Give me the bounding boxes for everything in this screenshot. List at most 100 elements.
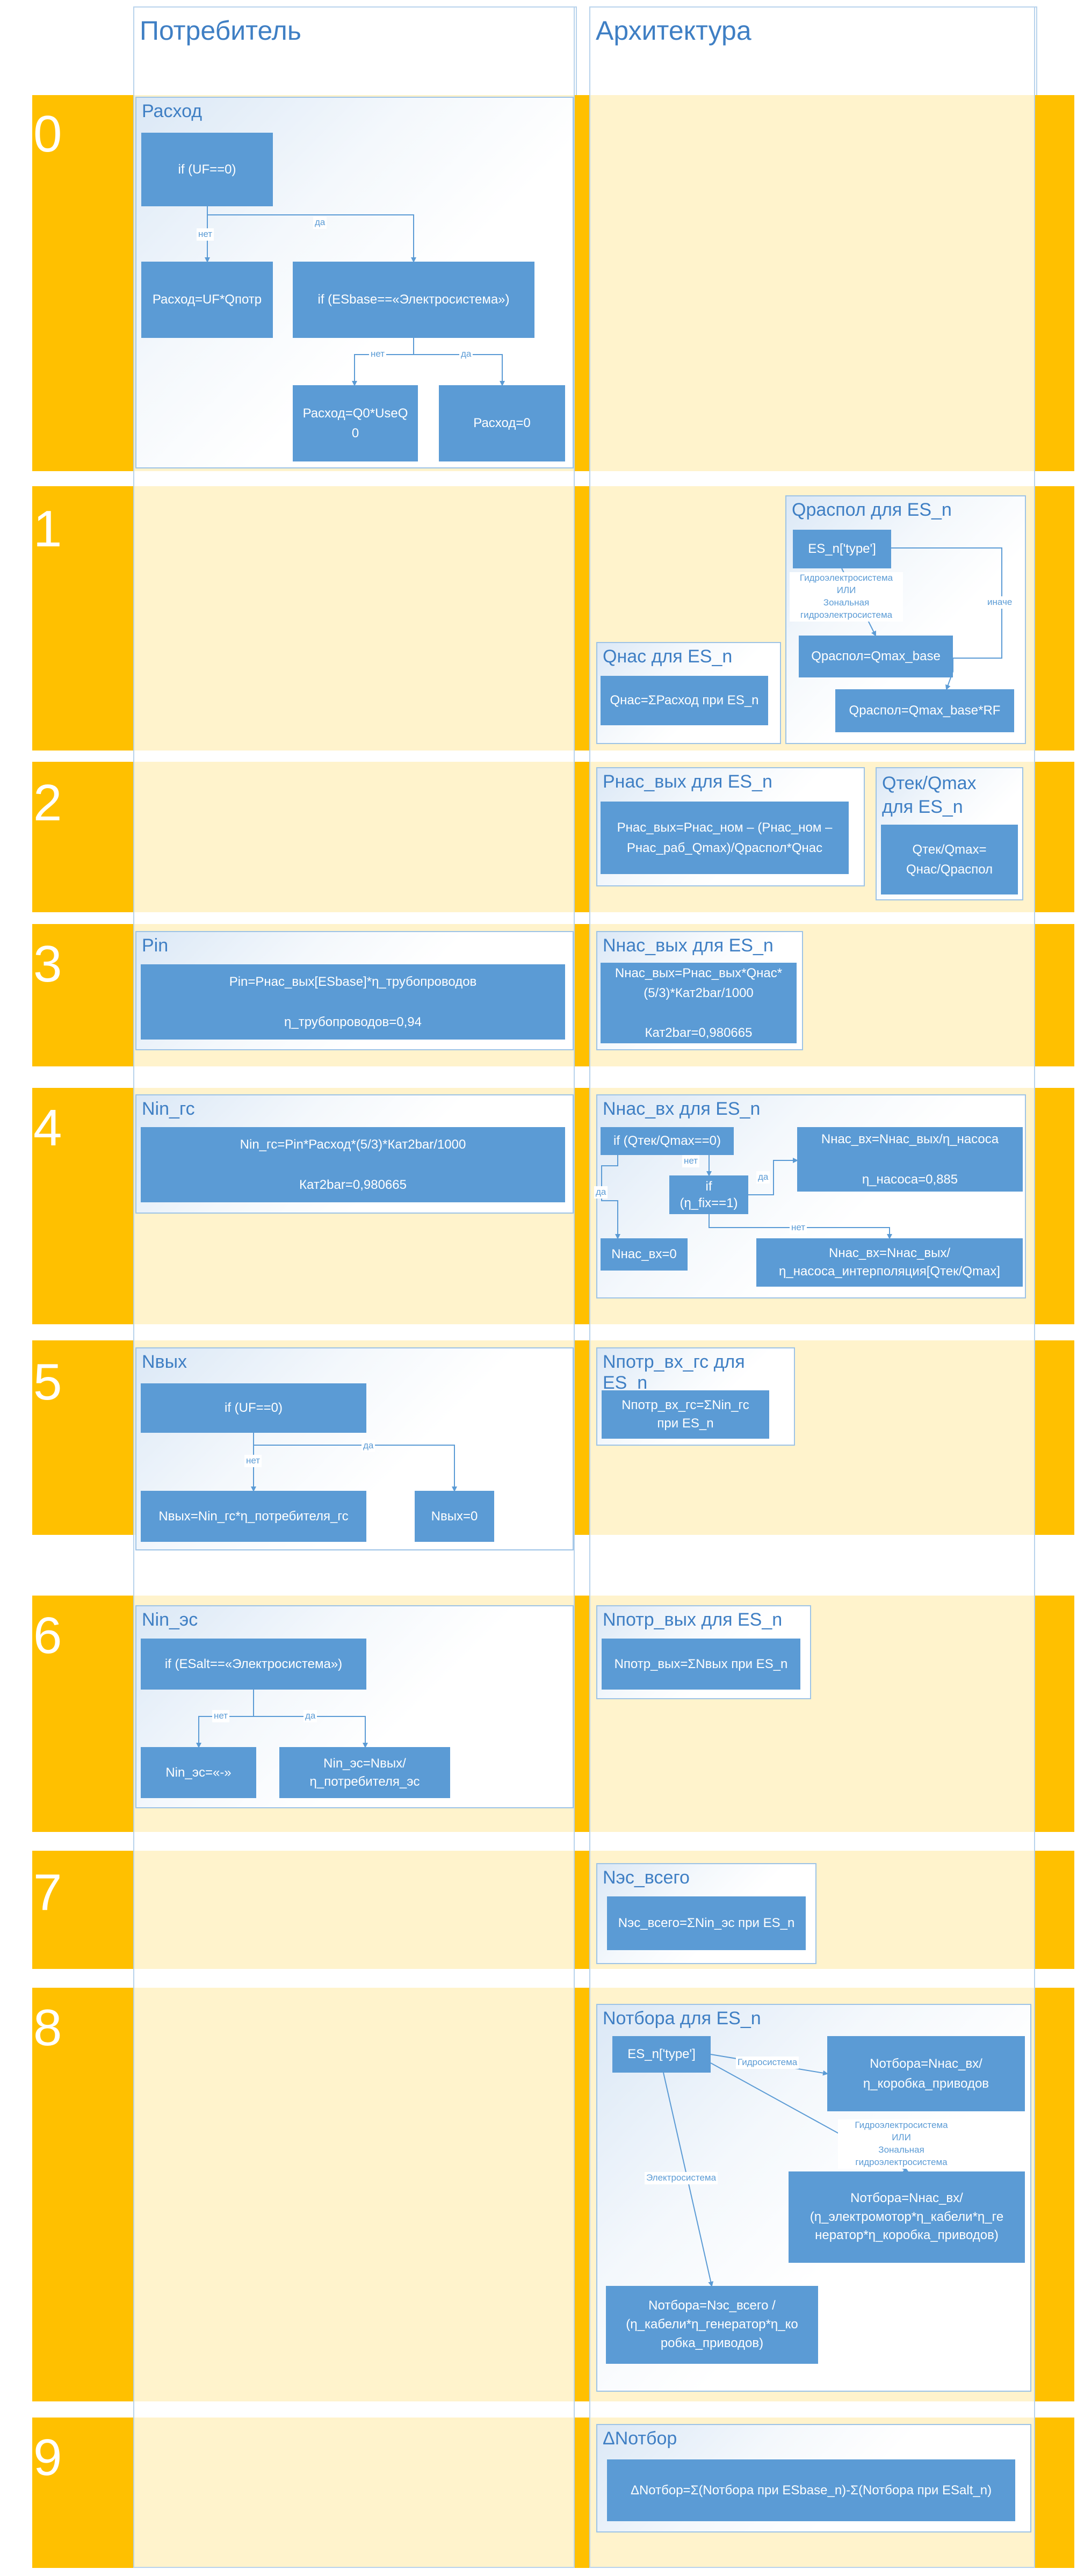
ninaes-if-box: if (ESalt==«Электросистема») bbox=[141, 1639, 366, 1690]
connector-nvyh-yes bbox=[254, 1445, 457, 1492]
label-uf-yes: да bbox=[313, 217, 327, 229]
row0-connectors bbox=[205, 206, 505, 386]
qraspol-rf-box: Qраспол=Qmax_base*RF bbox=[835, 689, 1014, 732]
naes-panel-title: Nэс_всего bbox=[603, 1867, 690, 1888]
architecture-column-title: Архитектура bbox=[596, 16, 751, 46]
row-number-2: 2 bbox=[33, 774, 62, 832]
label-ninaes-yes: да bbox=[303, 1710, 317, 1722]
consumer-lane-9 bbox=[133, 2418, 575, 2568]
label-esbase-yes: да bbox=[459, 348, 473, 360]
qraspol-panel-title: Qраспол для ES_n bbox=[792, 500, 952, 520]
qraspol-base-box: Qраспол=Qmax_base bbox=[799, 636, 953, 677]
dnotb-panel-title: ΔNотбор bbox=[603, 2428, 677, 2449]
ninrc-panel-title: Nin_гс bbox=[142, 1099, 195, 1119]
notb-el-box: Nотбора=Nэс_всего / (η_кабели*η_генерато… bbox=[606, 2286, 818, 2364]
row-number-3: 3 bbox=[33, 935, 62, 993]
nnas-box: Nнас_вых=Pнас_вых*Qнас* (5/3)*Кат2bar/10… bbox=[601, 963, 797, 1043]
label-fix-yes: да bbox=[756, 1171, 770, 1184]
pin-box: Pin=Pнас_вых[ESbase]*η_трубопроводов η_т… bbox=[141, 964, 565, 1040]
es-type-box: ES_n['type'] bbox=[793, 530, 891, 568]
row-number-0: 0 bbox=[33, 105, 62, 163]
connector-fix-yes bbox=[748, 1158, 798, 1195]
notb-panel-title: Nотбора для ES_n bbox=[603, 2008, 761, 2029]
label-nvyh-no: нет bbox=[244, 1455, 262, 1467]
label-fix-no: нет bbox=[790, 1222, 807, 1234]
pnas-box: Pнас_вых=Pнас_ном – (Pнас_ном – Pнас_раб… bbox=[601, 802, 849, 874]
architecture-lane-0 bbox=[589, 95, 1035, 471]
ninrc-box: Nin_гс=Pin*Расход*(5/3)*Кат2bar/1000 Кат… bbox=[141, 1127, 565, 1202]
row-number-8: 8 bbox=[33, 1999, 62, 2057]
connector-type-else bbox=[891, 547, 1002, 690]
qnas-box: Qнас=ΣРасход при ES_n bbox=[601, 676, 768, 725]
row-number-7: 7 bbox=[33, 1864, 62, 1921]
flow-zero-box: Расход=0 bbox=[439, 385, 565, 461]
row-number-4: 4 bbox=[33, 1099, 62, 1157]
consumer-column-title: Потребитель bbox=[140, 16, 301, 46]
row-number-6: 6 bbox=[33, 1607, 62, 1664]
nnasvh-interp-box: Nнас_вх=Nнас_вых/ η_насоса_интерполяция[… bbox=[756, 1238, 1023, 1287]
label-notb-elhyd: Гидроэлектросистема ИЛИ Зональная гидроэ… bbox=[838, 2119, 965, 2169]
qtek-panel-title: Qтек/Qmax для ES_n bbox=[882, 773, 977, 818]
dnotb-box: ΔNотбор=Σ(Nотбора при ESbase_n)-Σ(Nотбор… bbox=[607, 2459, 1015, 2521]
notb-hyd-box: Nотбора=Nнас_вх/ η_коробка_приводов bbox=[827, 2036, 1025, 2111]
nnas-panel-title: Nнас_вых для ES_n bbox=[603, 935, 774, 956]
row8-connectors bbox=[663, 2054, 909, 2287]
qnas-panel-title: Qнас для ES_n bbox=[603, 646, 733, 667]
architecture-column-frame bbox=[589, 6, 1035, 2568]
naes-box: Nэс_всего=ΣNin_эс при ES_n bbox=[607, 1896, 806, 1950]
row-number-1: 1 bbox=[33, 500, 62, 558]
ninaes-panel-title: Nin_эс bbox=[142, 1610, 198, 1630]
npotr-box: Nпотр_вх_гс=ΣNin_гс при ES_n bbox=[602, 1390, 769, 1439]
nvyh-if-uf-box: if (UF==0) bbox=[141, 1383, 366, 1433]
flow-q0-box: Расход=Q0*UseQ 0 bbox=[293, 385, 418, 461]
label-uf-no: нет bbox=[197, 228, 214, 241]
ninaes-val-box: Nin_эс=Nвых/ η_потребителя_эс bbox=[279, 1747, 450, 1798]
connector-esbase-yes bbox=[414, 354, 505, 386]
npotrvyh-box: Nпотр_вых=ΣNвых при ES_n bbox=[602, 1639, 800, 1690]
connector-uf-yes bbox=[207, 214, 416, 263]
flow-panel-title: Расход bbox=[142, 101, 203, 121]
label-notb-el: Электросистема bbox=[645, 2172, 718, 2184]
flow-uf-box: Расход=UF*Qпотр bbox=[141, 262, 273, 338]
if-uf-box: if (UF==0) bbox=[141, 133, 273, 206]
pnas-panel-title: Pнас_вых для ES_n bbox=[603, 771, 772, 792]
notb-elhyd-box: Nотбора=Nнас_вх/ (η_электромотор*η_кабел… bbox=[789, 2171, 1025, 2263]
nnasvh-eta-box: Nнас_вх=Nнас_вых/η_насоса η_насоса=0,885 bbox=[797, 1127, 1023, 1192]
if-esbase-box: if (ESbase==«Электросистема») bbox=[293, 262, 534, 338]
nvyh-formula-box: Nвых=Nin_гс*η_потребителя_гс bbox=[141, 1491, 366, 1542]
pin-panel-title: Pin bbox=[142, 935, 169, 956]
nnasvh-zero-box: Nнас_вх=0 bbox=[601, 1238, 688, 1271]
ninaes-dash-box: Nin_эс=«-» bbox=[141, 1747, 256, 1798]
label-q-yes: да bbox=[594, 1186, 608, 1199]
npotrvyh-panel-title: Nпотр_вых для ES_n bbox=[603, 1610, 783, 1630]
label-notb-hyd: Гидросистема bbox=[736, 2057, 799, 2069]
row5-connectors bbox=[251, 1433, 457, 1492]
label-esbase-no: нет bbox=[369, 348, 387, 360]
nvyh-zero-box: Nвых=0 bbox=[415, 1491, 494, 1542]
connector-ninaes-yes bbox=[254, 1716, 368, 1748]
consumer-lane-1 bbox=[133, 486, 575, 751]
label-type-hydro: Гидроэлектросистема ИЛИ Зональная гидроэ… bbox=[790, 572, 903, 622]
label-ninaes-no: нет bbox=[212, 1710, 230, 1722]
if-fix-box: if (η_fix==1) bbox=[669, 1175, 748, 1214]
connector-esbase-no bbox=[352, 338, 414, 386]
row-number-5: 5 bbox=[33, 1353, 62, 1411]
row4-connectors bbox=[601, 1155, 892, 1239]
row-number-9: 9 bbox=[33, 2429, 62, 2486]
npotr-panel-title: Nпотр_вх_гс для ES_n bbox=[603, 1352, 745, 1393]
connector-q-yes bbox=[601, 1155, 620, 1239]
consumer-column-header: Потребитель bbox=[133, 6, 577, 99]
consumer-lane-8 bbox=[133, 1988, 575, 2401]
label-nvyh-yes: да bbox=[362, 1440, 375, 1452]
consumer-lane-2 bbox=[133, 762, 575, 912]
nnasvh-panel-title: Nнас_вх для ES_n bbox=[603, 1099, 761, 1119]
qtek-box: Qтек/Qmax= Qнас/Qраспол bbox=[881, 825, 1018, 894]
if-qtek-box: if (Qтек/Qmax==0) bbox=[601, 1127, 734, 1155]
label-type-else: иначе bbox=[986, 596, 1014, 609]
label-q-no: нет bbox=[682, 1155, 700, 1167]
notb-type-box: ES_n['type'] bbox=[612, 2036, 711, 2073]
nvyh-panel-title: Nвых bbox=[142, 1352, 187, 1372]
consumer-lane-7 bbox=[133, 1851, 575, 1969]
consumer-column-frame bbox=[133, 6, 575, 2568]
